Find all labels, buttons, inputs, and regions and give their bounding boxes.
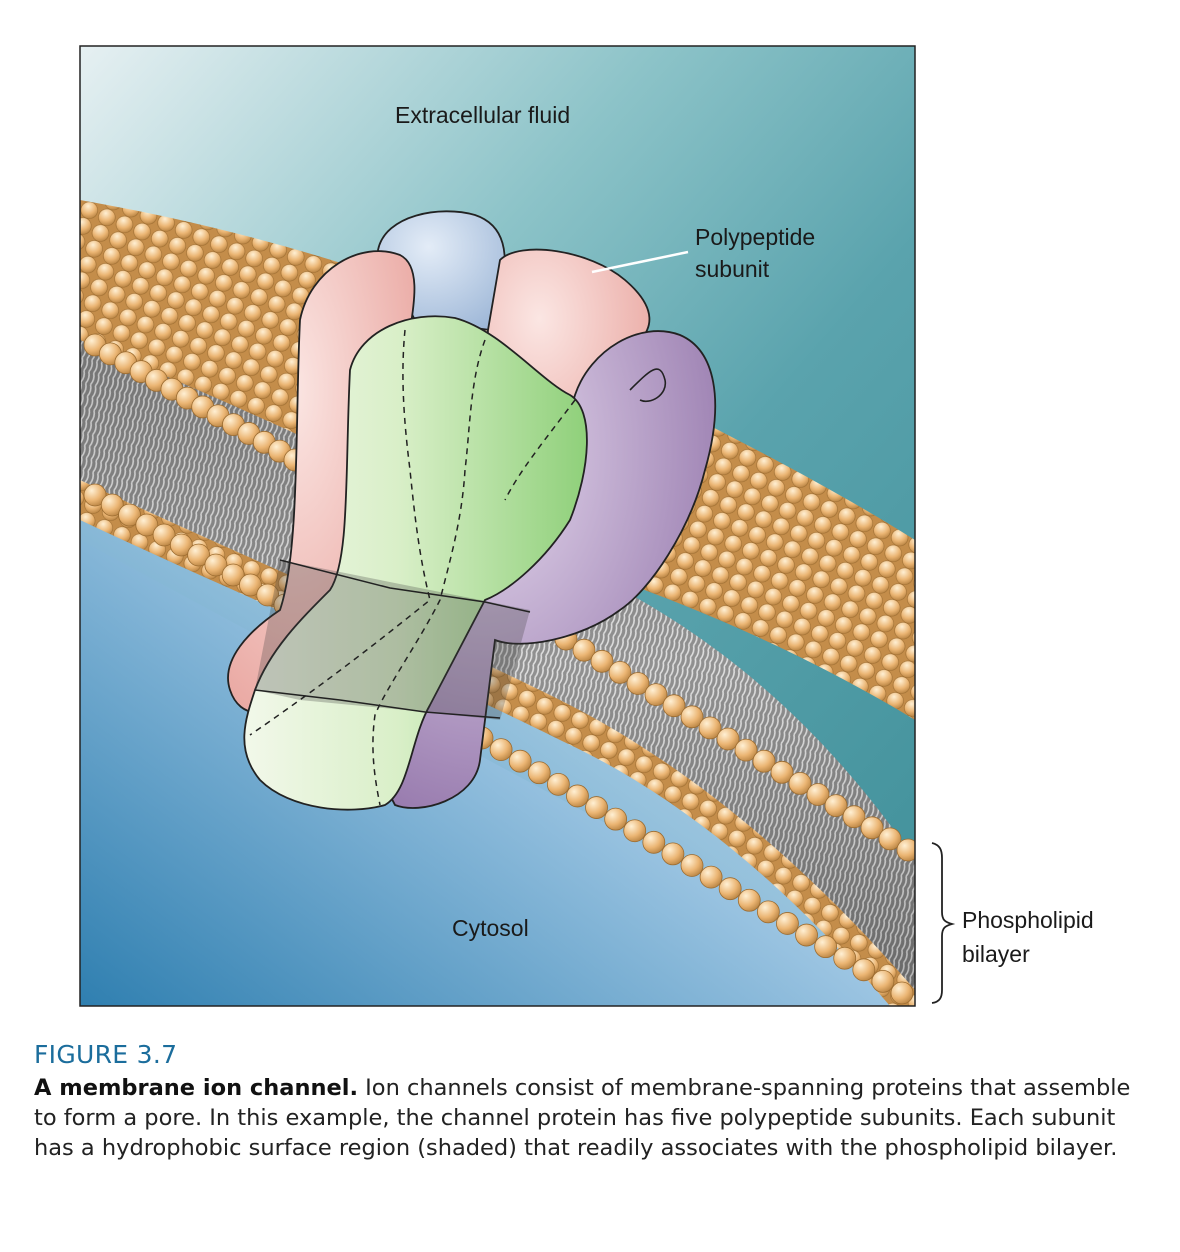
subunit-green (243, 315, 588, 811)
lipid-head (566, 784, 589, 808)
lipid-head (699, 865, 723, 889)
lipid-head (788, 772, 812, 795)
lipid-head (718, 877, 742, 901)
lipid-head (806, 783, 830, 806)
lipid-head (221, 563, 245, 587)
lipid-head (590, 649, 614, 673)
lipid-head (604, 807, 628, 831)
lipid-head (572, 638, 596, 662)
lipid-head (508, 749, 532, 773)
lipid-head (814, 935, 838, 959)
lipid-head (842, 805, 866, 829)
bilayer-brace (931, 842, 956, 1004)
lipid-head (824, 794, 848, 817)
lipid-head (662, 694, 686, 718)
label-cytosol: Cytosol (452, 915, 529, 941)
lipid-head (608, 661, 632, 684)
pore-outline-dashed (249, 329, 431, 736)
lipid-head (680, 705, 704, 729)
ion-channel-diagram: Extracellular fluid Polypeptide subunit … (79, 45, 1094, 1007)
lipid-head (239, 573, 262, 597)
lipid-head (83, 483, 107, 507)
lipid-head (661, 842, 685, 866)
lipid-head (585, 796, 608, 819)
lipid-head (642, 830, 666, 854)
lipid-head (716, 727, 740, 751)
subunit-leader-line (591, 250, 689, 274)
figure-border (79, 45, 916, 1007)
label-phospholipid-bilayer-line1: Phospholipid (962, 907, 1094, 933)
lipid-head (795, 923, 818, 947)
lipid-head (546, 772, 570, 796)
lipid-head (734, 738, 758, 762)
lipid-head (489, 738, 513, 761)
lower-edge-head-row (83, 483, 914, 1005)
caption-body: Ion channels consist of membrane-spannin… (34, 1075, 1131, 1161)
lipid-head (680, 854, 704, 877)
lipid-head (527, 761, 551, 785)
lipid-head (152, 523, 176, 547)
lipid-head (204, 553, 228, 577)
lipid-head (833, 946, 857, 970)
ion-channel-protein (227, 210, 716, 811)
label-polypeptide-subunit-line1: Polypeptide (695, 224, 815, 250)
label-phospholipid-bilayer-line2: bilayer (962, 941, 1030, 967)
lipid-head (860, 816, 884, 840)
lipid-head (644, 683, 668, 706)
lipid-head (752, 749, 776, 773)
lipid-head (169, 533, 193, 557)
lipid-head (698, 716, 722, 740)
lipid-head (878, 827, 902, 851)
lipid-head (100, 493, 124, 517)
caption-title: A membrane ion channel. (34, 1075, 359, 1101)
figure-number: FIGURE 3.7 (34, 1040, 178, 1069)
lipid-head (756, 900, 780, 924)
lipid-head (890, 981, 914, 1005)
lipid-head (896, 838, 915, 862)
lipid-head (118, 503, 141, 527)
label-extracellular-fluid: Extracellular fluid (395, 102, 570, 128)
lipid-head (737, 888, 761, 912)
figure-caption: FIGURE 3.7 A membrane ion channel. Ion c… (34, 1040, 1154, 1163)
lipid-head (623, 819, 647, 843)
label-polypeptide-subunit-line2: subunit (695, 256, 770, 282)
lipid-head (770, 760, 794, 784)
lipid-head (135, 513, 159, 537)
lipid-head (871, 970, 895, 993)
lipid-head (852, 958, 876, 982)
lipid-head (256, 583, 280, 607)
lipid-head (776, 912, 799, 935)
hydrophobic-band (255, 560, 530, 720)
lipid-head (626, 672, 650, 695)
caption-text: A membrane ion channel. Ion channels con… (34, 1073, 1154, 1163)
lipid-head (187, 543, 211, 567)
